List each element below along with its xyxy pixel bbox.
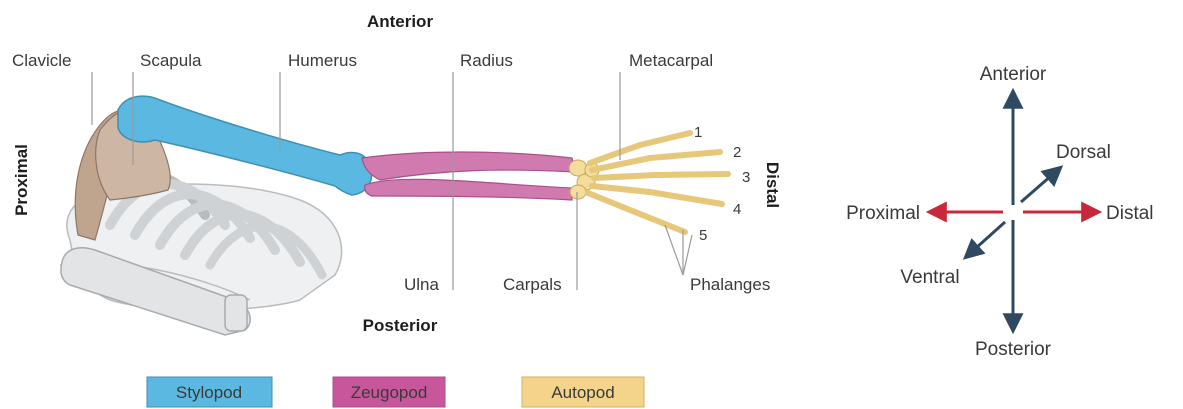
digit-2-label: 2 (733, 144, 741, 161)
axis-anterior-label: Anterior (980, 64, 1047, 85)
legend-autopod-label: Autopod (551, 383, 614, 402)
legend-zeugopod-label: Zeugopod (351, 383, 428, 402)
axis-dorsal-label: Dorsal (1056, 142, 1111, 163)
axis-distal-label: Distal (1106, 203, 1154, 224)
posterior-label: Posterior (363, 316, 438, 335)
ulna-label: Ulna (404, 275, 440, 294)
digit-4-label: 4 (733, 201, 741, 218)
metacarpal-label: Metacarpal (629, 51, 713, 70)
digit-5-label: 5 (699, 227, 707, 244)
radius-label: Radius (460, 51, 513, 70)
axis-compass: Anterior Posterior Proximal Distal Dorsa… (846, 64, 1153, 360)
legend-stylopod-label: Stylopod (176, 383, 242, 402)
forearm-illustration (362, 152, 575, 200)
digit-1-label: 1 (694, 124, 702, 141)
digit-3-label: 3 (742, 169, 750, 186)
humerus-label: Humerus (288, 51, 357, 70)
legend: Stylopod Zeugopod Autopod (147, 377, 644, 407)
carpals-label: Carpals (503, 275, 562, 294)
axis-posterior-label: Posterior (975, 339, 1052, 360)
axis-proximal-label: Proximal (846, 203, 920, 224)
hand-illustration (569, 133, 728, 232)
scapula-label: Scapula (140, 51, 202, 70)
axis-ventral-label: Ventral (900, 267, 959, 288)
anterior-label: Anterior (367, 12, 434, 31)
proximal-label: Proximal (12, 144, 31, 216)
phalanges-label: Phalanges (690, 275, 770, 294)
clavicle-label: Clavicle (12, 51, 72, 70)
distal-label: Distal (763, 162, 782, 208)
